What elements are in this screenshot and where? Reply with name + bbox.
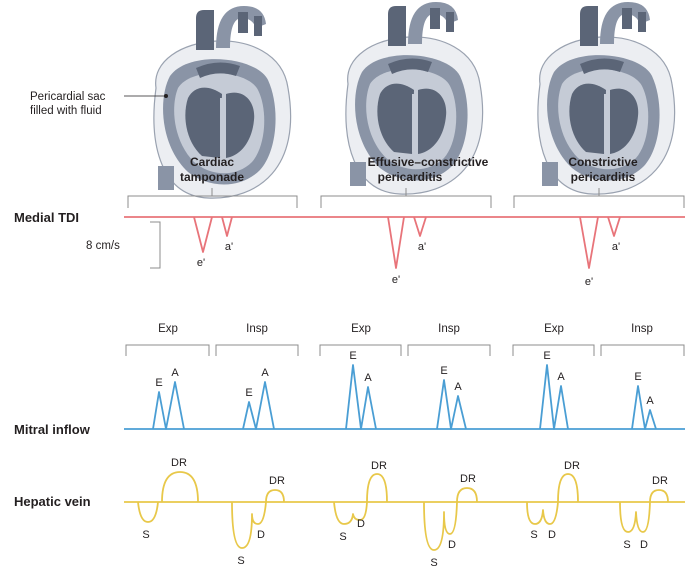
mitral-waveform-exp-1 <box>152 381 185 430</box>
mitral-waveform-insp-3 <box>631 385 657 430</box>
mitral-label-E-3: E <box>349 350 356 362</box>
phase-label-insp-2: Insp <box>438 323 460 335</box>
phase-label-exp-2: Exp <box>351 323 371 335</box>
hepatic-label-DR-4: DR <box>460 473 476 485</box>
mitral-label-A-2: A <box>261 367 269 379</box>
mitral-label-A-6: A <box>646 395 654 407</box>
mitral-label-E-1: E <box>155 377 162 389</box>
condition-3-line2: pericarditis <box>571 170 636 184</box>
mitral-waveform-exp-2 <box>345 364 377 430</box>
condition-1-line1: Cardiac <box>190 155 234 169</box>
tdi-a-prime-2 <box>413 216 427 237</box>
hepatic-label-DR-6: DR <box>652 475 668 487</box>
hepatic-waveform-insp-2 <box>423 487 478 551</box>
phase-bracket-exp-1 <box>125 344 210 356</box>
hepatic-label-DR-5: DR <box>564 460 580 472</box>
sac-annotation-dot <box>164 94 168 98</box>
hepatic-label-D-3: D <box>357 518 365 530</box>
phase-bracket-insp-2 <box>407 344 491 356</box>
condition-3-line1: Constrictive <box>568 155 638 169</box>
row-label-mitral: Mitral inflow <box>14 422 91 437</box>
mitral-label-A-5: A <box>557 371 565 383</box>
condition-2-line1: Effusive–constrictive <box>368 155 489 169</box>
hepatic-s-wave-1 <box>137 501 159 523</box>
mitral-label-E-6: E <box>634 371 641 383</box>
row-label-hepatic: Hepatic vein <box>14 494 91 509</box>
phase-label-insp-3: Insp <box>631 323 653 335</box>
condition-3-bracket <box>513 188 685 208</box>
mitral-label-E-4: E <box>440 365 447 377</box>
mitral-waveform-insp-1 <box>242 381 275 430</box>
tdi-label-a-prime-1: a' <box>225 241 233 253</box>
hepatic-waveform-exp-2 <box>333 473 388 525</box>
hepatic-dr-wave-1 <box>161 471 199 503</box>
mitral-label-E-5: E <box>543 350 550 362</box>
hepatic-waveform-insp-3 <box>619 489 669 533</box>
tdi-label-e-prime-3: e' <box>585 276 593 288</box>
condition-1-bracket <box>127 188 298 208</box>
tdi-a-prime-1 <box>221 216 233 237</box>
hepatic-waveform-insp-1 <box>231 489 285 549</box>
phase-label-exp-1: Exp <box>158 323 178 335</box>
sac-annotation-line1: Pericardial sac <box>30 91 106 103</box>
phase-bracket-insp-3 <box>600 344 685 356</box>
tdi-e-prime-3 <box>579 216 599 269</box>
sac-annotation-line2: filled with fluid <box>30 105 102 117</box>
hepatic-label-D-5: D <box>548 529 556 541</box>
mitral-label-A-4: A <box>454 381 462 393</box>
mitral-waveform-insp-2 <box>436 379 467 430</box>
phase-bracket-insp-1 <box>215 344 299 356</box>
tdi-label-a-prime-2: a' <box>418 241 426 253</box>
phase-label-insp-1: Insp <box>246 323 268 335</box>
hepatic-label-S-6: S <box>623 539 630 551</box>
condition-2-bracket <box>320 188 492 208</box>
hepatic-label-DR-1: DR <box>171 457 187 469</box>
tdi-a-prime-3 <box>607 216 621 237</box>
hepatic-waveform-exp-3 <box>526 473 579 525</box>
hepatic-label-D-2: D <box>257 529 265 541</box>
mitral-waveform-exp-3 <box>539 364 569 430</box>
phase-bracket-exp-2 <box>319 344 402 356</box>
hepatic-label-S-3: S <box>339 531 346 543</box>
hepatic-label-S-1: S <box>142 529 149 541</box>
mitral-label-A-3: A <box>364 372 372 384</box>
hepatic-label-S-5: S <box>530 529 537 541</box>
condition-2-line2: pericarditis <box>378 170 443 184</box>
scale-bar <box>150 221 161 269</box>
condition-1-line2: tamponade <box>180 170 244 184</box>
hepatic-label-D-6: D <box>640 539 648 551</box>
hepatic-label-S-4: S <box>430 557 437 569</box>
tdi-label-e-prime-2: e' <box>392 274 400 286</box>
mitral-label-E-2: E <box>245 387 252 399</box>
tdi-label-a-prime-3: a' <box>612 241 620 253</box>
hepatic-label-DR-3: DR <box>371 460 387 472</box>
phase-bracket-exp-3 <box>512 344 595 356</box>
tdi-e-prime-2 <box>387 216 405 269</box>
hepatic-label-D-4: D <box>448 539 456 551</box>
tdi-e-prime-1 <box>193 216 213 253</box>
hepatic-label-S-2: S <box>237 555 244 567</box>
tdi-label-e-prime-1: e' <box>197 257 205 269</box>
scale-label: 8 cm/s <box>86 240 120 252</box>
mitral-label-A-1: A <box>171 367 179 379</box>
row-label-tdi: Medial TDI <box>14 210 79 225</box>
hepatic-label-DR-2: DR <box>269 475 285 487</box>
phase-label-exp-3: Exp <box>544 323 564 335</box>
